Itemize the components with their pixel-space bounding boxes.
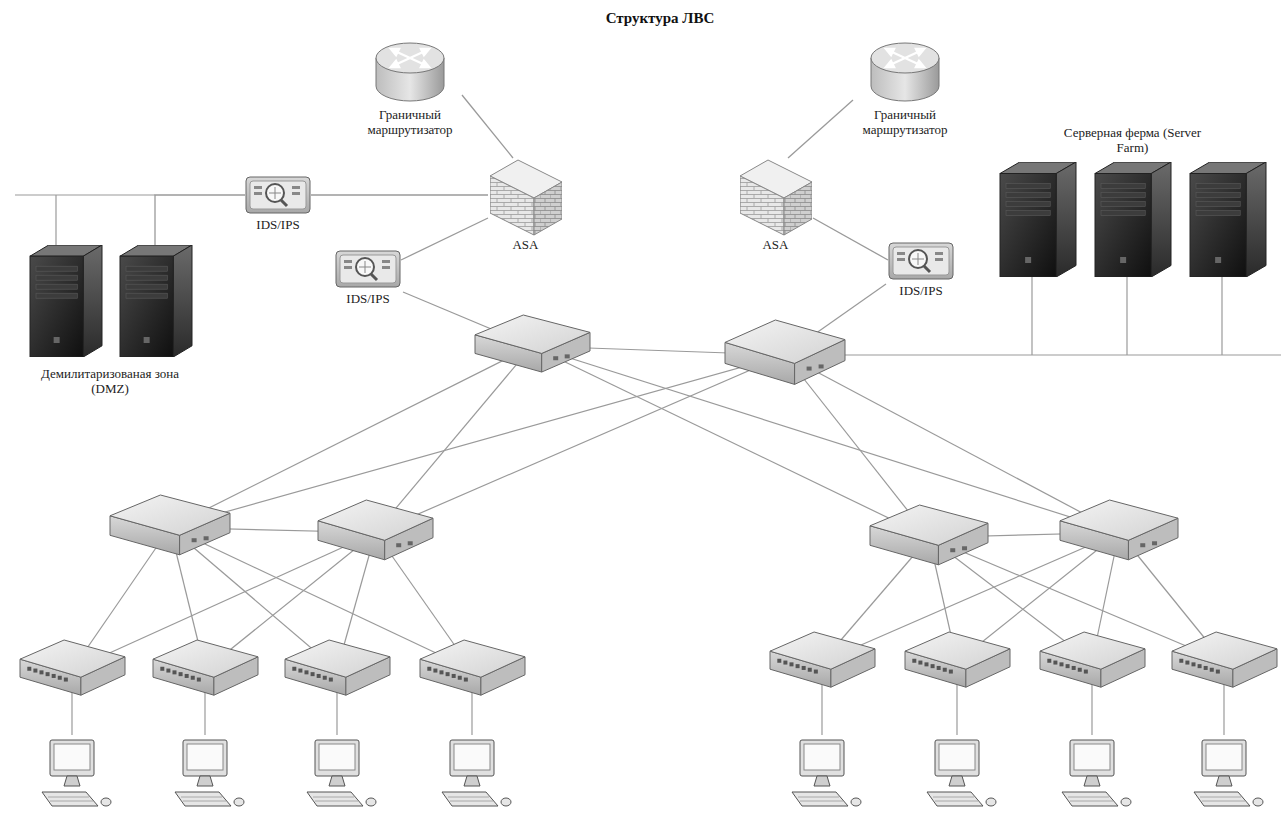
workstation-icon [1194, 740, 1263, 806]
ids-ips-icon [888, 240, 954, 282]
device-icon [888, 240, 954, 282]
uplink-cable [785, 355, 1119, 533]
access-switch-icon [153, 640, 258, 695]
device-node: Демилитаризованая зона (DMZ) [10, 245, 210, 397]
network-link [155, 195, 245, 245]
device-icon [245, 174, 311, 216]
device-node: Серверная ферма (Server Farm) [995, 124, 1270, 277]
device-label: IDS/IPS [888, 284, 954, 299]
device-icon [488, 158, 563, 236]
server-drop [1221, 273, 1222, 355]
device-node: IDS/IPS [888, 240, 954, 299]
uplink-cable [170, 346, 532, 528]
device-node: ASA [738, 158, 813, 253]
uplink-cable [376, 346, 533, 533]
device-icon [995, 162, 1270, 277]
network-link [401, 218, 488, 260]
device-label: Серверная ферма (Server Farm) [1063, 126, 1203, 156]
distribution-switch-icon [1060, 500, 1178, 560]
network-link [813, 218, 888, 260]
firewall-icon [740, 158, 812, 236]
server-rack-icon [995, 162, 1270, 277]
access-switch-icon [420, 640, 525, 695]
server-bus [785, 354, 1281, 355]
uplink-cable [532, 346, 1119, 533]
device-label: IDS/IPS [335, 292, 401, 307]
access-switch-icon [770, 632, 875, 687]
uplink-cable [532, 346, 929, 538]
device-node: IDS/IPS [335, 248, 401, 307]
device-icon [853, 40, 957, 106]
network-link [788, 100, 853, 158]
access-switch-icon [285, 640, 390, 695]
distribution-switch-icon [318, 500, 433, 560]
device-node: IDS/IPS [245, 174, 311, 233]
device-label: Демилитаризованая зона (DMZ) [35, 367, 185, 397]
device-icon [10, 245, 210, 357]
workstation-icon [307, 740, 376, 806]
uplink-cable [376, 355, 786, 533]
core-switch-icon [475, 315, 590, 372]
device-node: Граничный маршрутизатор [853, 40, 957, 138]
workstation-icon [792, 740, 861, 806]
distribution-switch-icon [870, 505, 988, 565]
firewall-icon [490, 158, 562, 236]
workstation-icon [175, 740, 244, 806]
ids-ips-icon [245, 174, 311, 216]
network-link [462, 95, 513, 158]
access-switch-icon [1040, 632, 1145, 687]
workstation-icon [42, 740, 111, 806]
server-rack-icon [10, 245, 210, 357]
device-label: ASA [496, 238, 556, 253]
router-icon [870, 40, 940, 106]
distribution-switch-icon [110, 495, 230, 555]
router-icon [375, 40, 445, 106]
network-link [311, 194, 488, 195]
uplink-cable [170, 355, 785, 528]
access-switch-icon [905, 632, 1010, 687]
dmz-drop [55, 195, 56, 247]
device-icon [335, 248, 401, 290]
workstation-icon [1062, 740, 1131, 806]
device-icon [738, 158, 813, 236]
server-drop [1126, 273, 1127, 355]
device-label: ASA [746, 238, 806, 253]
diagram-title: Структура ЛВС [460, 10, 860, 27]
access-switch-icon [1172, 632, 1277, 687]
workstation-icon [927, 740, 996, 806]
device-label: Граничный маршрутизатор [360, 108, 460, 138]
access-switch-icon [20, 640, 125, 695]
device-label: Граничный маршрутизатор [855, 108, 955, 138]
device-label: IDS/IPS [245, 218, 311, 233]
core-switch-icon [725, 320, 845, 384]
device-node: ASA [488, 158, 563, 253]
dmz-bus [15, 194, 155, 195]
ids-ips-icon [335, 248, 401, 290]
device-icon [358, 40, 462, 106]
device-node: Граничный маршрутизатор [358, 40, 462, 138]
server-drop [1031, 273, 1032, 355]
workstation-icon [442, 740, 511, 806]
